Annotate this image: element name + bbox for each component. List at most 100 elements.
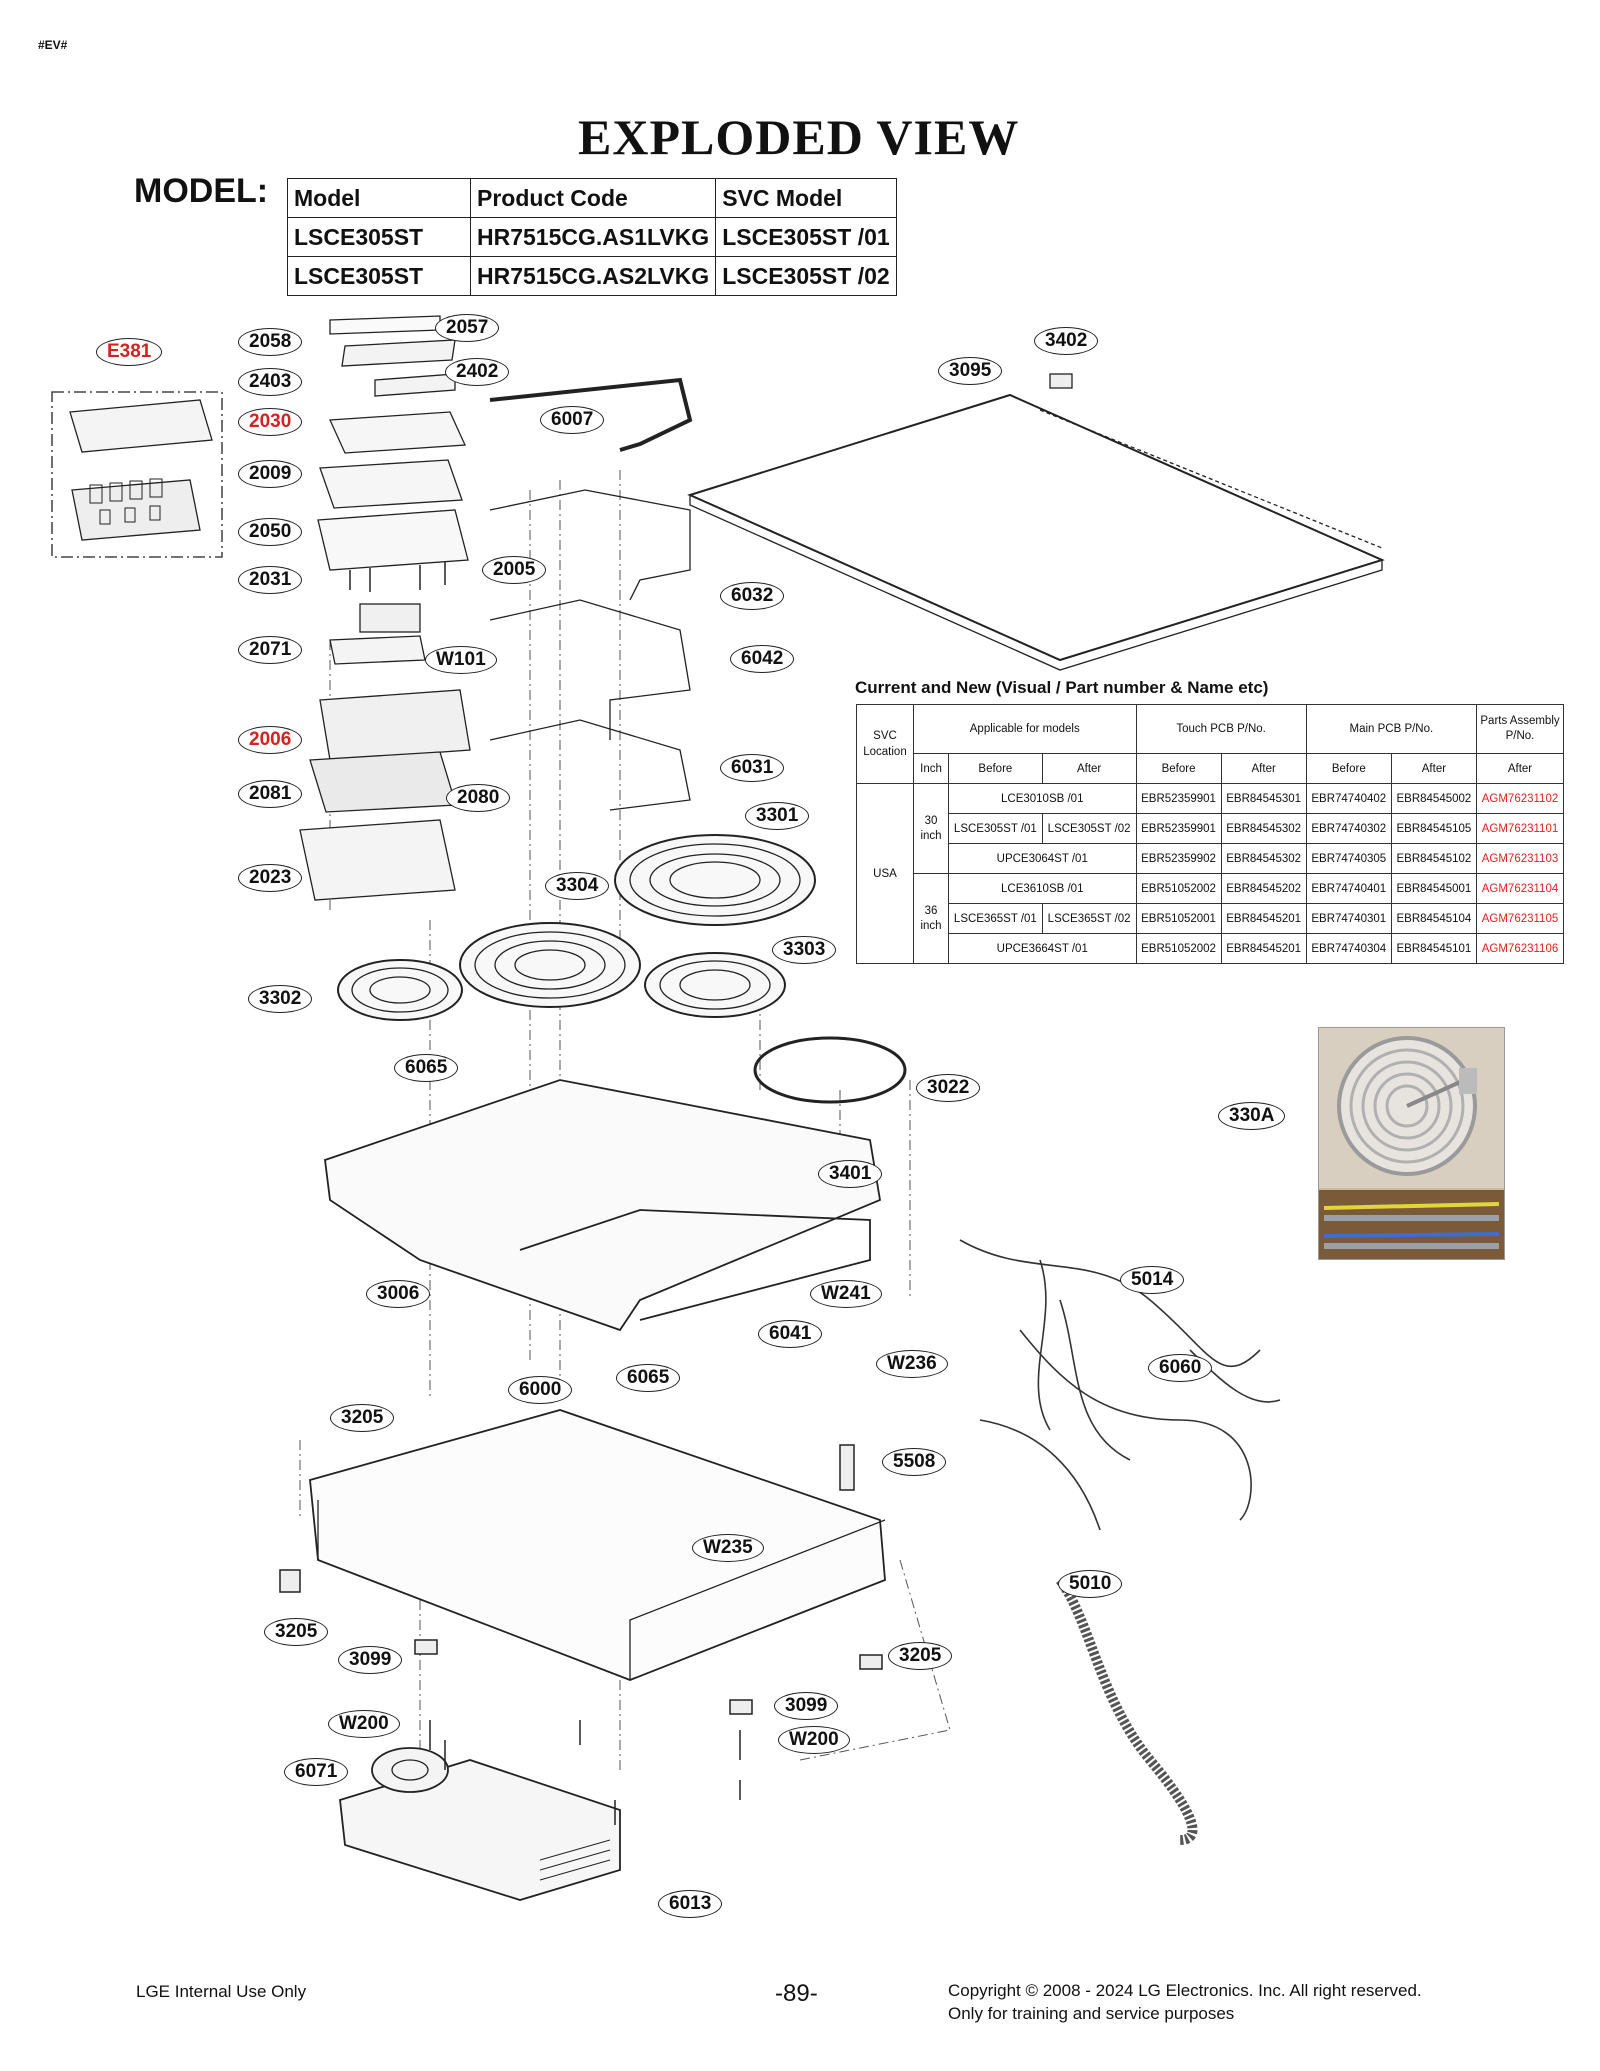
touch-after-cell: EBR84545201: [1220, 933, 1307, 964]
label-3205-top: 3205: [330, 1404, 395, 1432]
location-cell: USA: [856, 783, 914, 964]
element-photo: [1318, 1027, 1505, 1260]
label-3022: 3022: [916, 1074, 981, 1102]
parts-assembly-header: Parts Assembly P/No.: [1476, 704, 1564, 754]
before-header: Before: [1305, 753, 1392, 784]
model-cell: UPCE3664ST /01: [948, 933, 1137, 964]
main-after-cell: EBR84545102: [1390, 843, 1478, 874]
label-2031: 2031: [238, 566, 303, 594]
burners: [337, 834, 816, 1021]
label-2006: 2006: [238, 726, 303, 754]
label-2005: 2005: [482, 556, 547, 584]
label-3301: 3301: [745, 802, 810, 830]
main-after-cell: EBR84545101: [1390, 933, 1478, 964]
label-3304: 3304: [545, 872, 610, 900]
model-after-cell: LSCE365ST /02: [1041, 903, 1137, 934]
product-code-cell: HR7515CG.AS2LVKG: [469, 256, 717, 296]
label-w200-left: W200: [328, 1710, 400, 1738]
main-before-cell: EBR74740402: [1305, 783, 1392, 814]
assembly-cell: AGM76231105: [1476, 903, 1564, 934]
model-header: Model: [287, 178, 471, 218]
table-row: LSCE305ST HR7515CG.AS2LVKG LSCE305ST /02: [287, 256, 897, 296]
label-6032: 6032: [720, 582, 785, 610]
model-table-header: Model Product Code SVC Model: [287, 178, 897, 218]
label-3303: 3303: [772, 936, 837, 964]
svc-model-cell: LSCE305ST /02: [715, 256, 897, 296]
model-cell: UPCE3064ST /01: [948, 843, 1137, 874]
label-2058: 2058: [238, 328, 303, 356]
label-6031: 6031: [720, 754, 785, 782]
label-2071: 2071: [238, 636, 303, 664]
footer-notice: Only for training and service purposes: [948, 2004, 1235, 2023]
assembly-cell: AGM76231103: [1476, 843, 1564, 874]
label-2057: 2057: [435, 314, 500, 342]
label-6041: 6041: [758, 1320, 823, 1348]
after-header: After: [1220, 753, 1307, 784]
label-3095: 3095: [938, 357, 1003, 385]
label-2023: 2023: [238, 864, 303, 892]
model-label: MODEL:: [134, 172, 269, 210]
table-row: 36 inch LCE3610SB /01 EBR51052002 EBR845…: [857, 873, 1564, 964]
label-2030: 2030: [238, 408, 303, 436]
page-title: EXPLODED VIEW: [578, 109, 1020, 165]
assembly-cell: AGM76231101: [1476, 813, 1564, 844]
table-row: UPCE3064ST /01 EBR52359902 EBR84545302 E…: [857, 843, 1564, 874]
label-3099-right: 3099: [774, 1692, 839, 1720]
label-w235: W235: [692, 1534, 764, 1562]
touch-before-cell: EBR52359901: [1135, 813, 1222, 844]
label-2081: 2081: [238, 780, 303, 808]
label-e381: E381: [96, 338, 163, 366]
label-w241: W241: [810, 1280, 882, 1308]
product-code-header: Product Code: [469, 178, 717, 218]
label-w236: W236: [876, 1350, 948, 1378]
label-2402: 2402: [445, 358, 510, 386]
inch-cell: 36 inch: [913, 873, 949, 964]
label-6007: 6007: [540, 406, 605, 434]
model-before-cell: LSCE365ST /01: [948, 903, 1043, 934]
touch-before-cell: EBR52359902: [1135, 843, 1222, 874]
svc-location-header: SVC Location: [856, 704, 914, 784]
heating-element-photo-image: [1319, 1028, 1504, 1259]
header-tag: #EV#: [38, 38, 68, 52]
touch-before-cell: EBR51052001: [1135, 903, 1222, 934]
inch-cell: 30 inch: [913, 783, 949, 874]
label-6065-bottom: 6065: [616, 1364, 681, 1392]
label-3302: 3302: [248, 985, 313, 1013]
label-3205-left: 3205: [264, 1618, 329, 1646]
label-w101: W101: [425, 646, 497, 674]
label-2403: 2403: [238, 368, 303, 396]
model-before-cell: LSCE305ST /01: [948, 813, 1043, 844]
label-6013: 6013: [658, 1890, 723, 1918]
touch-before-cell: EBR52359901: [1135, 783, 1222, 814]
model-cell: LCE3610SB /01: [948, 873, 1137, 904]
main-before-cell: EBR74740304: [1305, 933, 1392, 964]
parts-table-title: Current and New (Visual / Part number & …: [855, 678, 1269, 697]
label-6042: 6042: [730, 645, 795, 673]
table-row: UPCE3664ST /01 EBR51052002 EBR84545201 E…: [857, 933, 1564, 964]
label-6071: 6071: [284, 1758, 349, 1786]
touch-before-cell: EBR51052002: [1135, 933, 1222, 964]
model-cell: LSCE305ST: [287, 256, 471, 296]
table-row: LSCE365ST /01 LSCE365ST /02 EBR51052001 …: [857, 903, 1564, 934]
assembly-cell: AGM76231102: [1476, 783, 1564, 814]
label-2080: 2080: [446, 784, 511, 812]
label-3401: 3401: [818, 1160, 883, 1188]
label-3402: 3402: [1034, 327, 1099, 355]
label-3205-right: 3205: [888, 1642, 953, 1670]
before-header: Before: [948, 753, 1043, 784]
assembly-cell: AGM76231106: [1476, 933, 1564, 964]
main-pcb-header: Main PCB P/No.: [1305, 704, 1478, 754]
footer-internal-use: LGE Internal Use Only: [136, 1982, 307, 2001]
before-header: Before: [1135, 753, 1222, 784]
label-5010: 5010: [1058, 1570, 1123, 1598]
after-header: After: [1390, 753, 1478, 784]
table-row: USA 30 inch LCE3010SB /01 EBR52359901 EB…: [856, 783, 1564, 964]
label-w200-right: W200: [778, 1726, 850, 1754]
main-after-cell: EBR84545105: [1390, 813, 1478, 844]
model-table: Model Product Code SVC Model LSCE305ST H…: [287, 178, 897, 296]
touch-after-cell: EBR84545201: [1220, 903, 1307, 934]
label-3006: 3006: [366, 1280, 431, 1308]
svc-model-cell: LSCE305ST /01: [715, 217, 897, 257]
label-2009: 2009: [238, 460, 303, 488]
